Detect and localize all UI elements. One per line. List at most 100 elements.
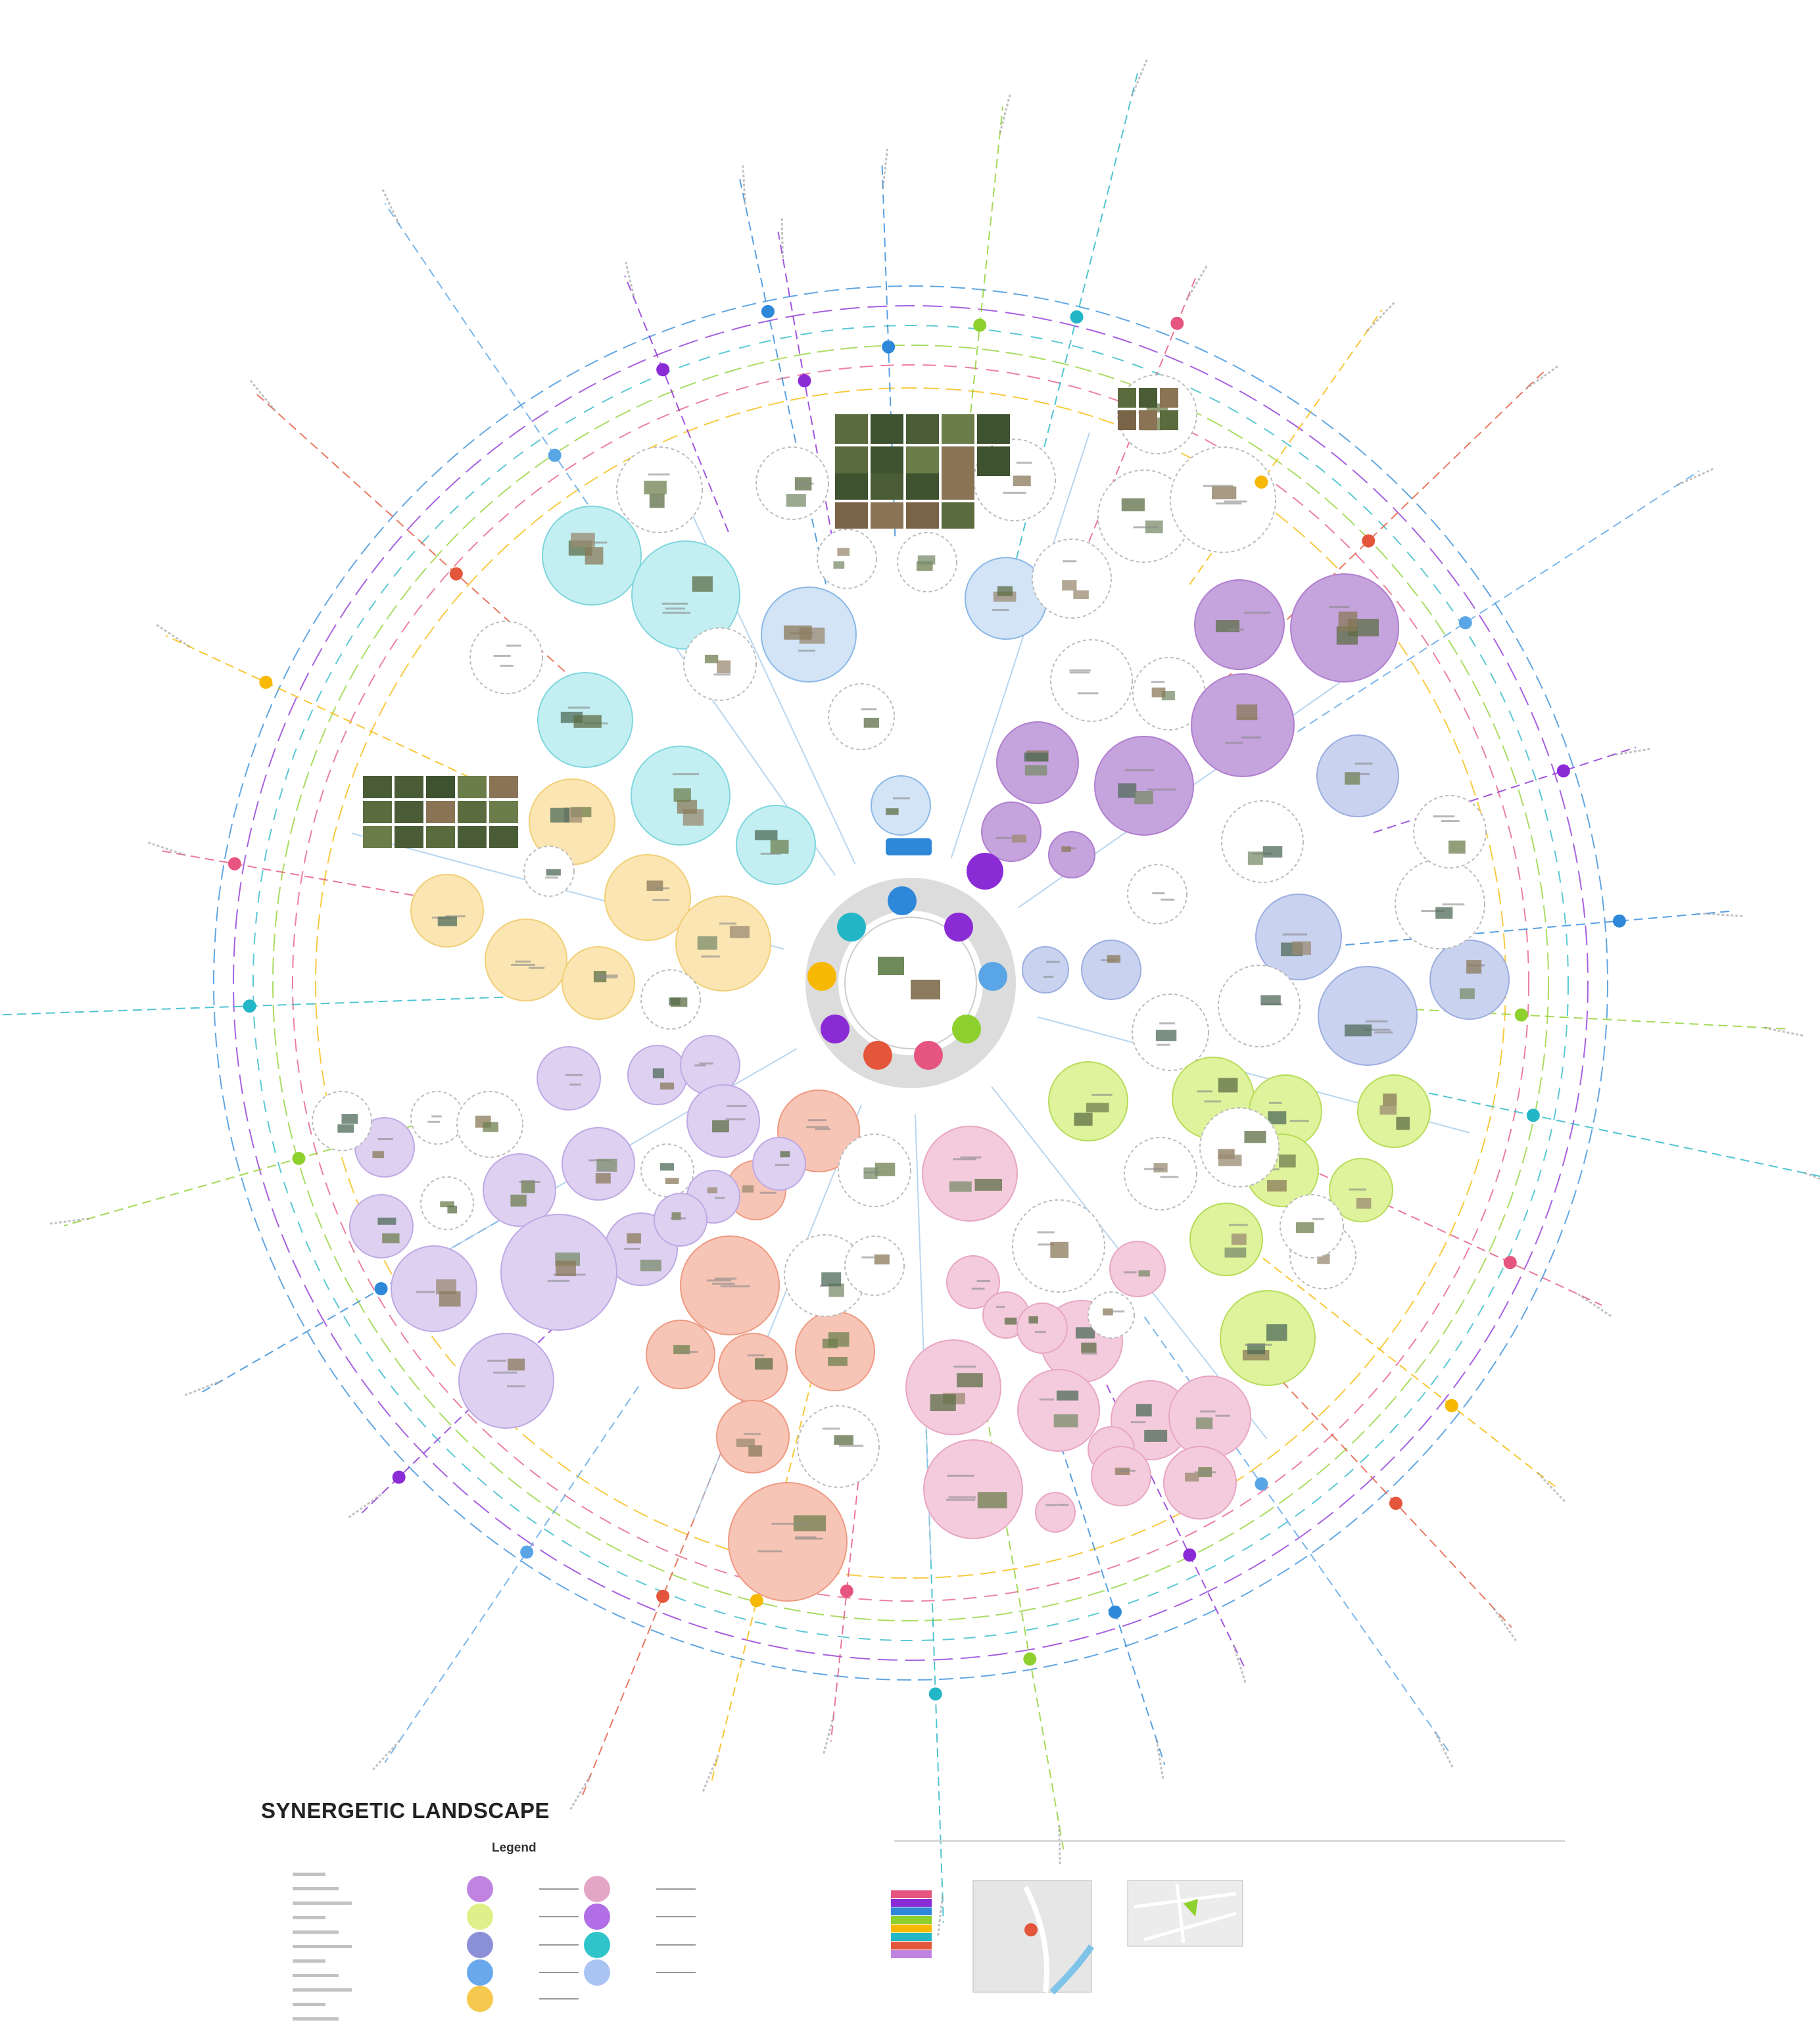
photo-thumbnail: [906, 473, 939, 500]
bubble-thumbnail: [1267, 1180, 1287, 1192]
bubble-text-line: [760, 1191, 777, 1194]
content-bubble: [1329, 1158, 1393, 1222]
bubble-text-line: [1421, 910, 1445, 913]
bubble-circle: [797, 1405, 880, 1488]
radial-line: [1357, 1005, 1791, 1030]
bubble-text-line: [1228, 629, 1245, 631]
bubble-text-line: [506, 644, 521, 647]
bubble-text-line: [797, 482, 814, 485]
radial-line: [165, 634, 470, 778]
legend-color-bar: [891, 1907, 932, 1915]
content-bubble: [981, 802, 1042, 862]
radial-line: [1060, 1445, 1166, 1765]
bubble-thumbnail: [640, 1259, 661, 1272]
photo-thumbnail: [395, 776, 423, 798]
bubble-text-line: [694, 1064, 706, 1066]
legend-color-bar: [891, 1916, 932, 1924]
legend-list-line: [293, 1945, 352, 1948]
content-bubble: [755, 446, 829, 520]
bubble-text-line: [1269, 1101, 1282, 1104]
bubble-thumbnail: [1050, 1241, 1069, 1258]
bubble-text-line: [493, 1372, 517, 1374]
photo-thumbnail: [489, 826, 518, 848]
bubble-text-line: [1266, 1168, 1280, 1170]
bubble-circle: [1091, 1446, 1151, 1506]
content-bubble: [349, 1194, 414, 1258]
content-bubble: [1088, 1291, 1135, 1339]
ray-node: [750, 1594, 763, 1608]
bubble-thumbnail: [1212, 486, 1237, 500]
legend-list-line: [293, 1902, 352, 1905]
ray-tick: [1058, 1825, 1061, 1865]
photo-thumbnail: [942, 446, 974, 476]
bubble-text-line: [500, 665, 514, 667]
bubble-text-line: [713, 673, 730, 676]
content-bubble: [1163, 1446, 1237, 1520]
bubble-circle: [604, 854, 691, 941]
ray-node: [1556, 764, 1570, 778]
hub-node: [837, 913, 866, 942]
photo-thumbnail: [871, 414, 903, 444]
bubble-thumbnail: [372, 1151, 385, 1159]
ray-node: [292, 1151, 306, 1165]
ray-node: [1362, 534, 1376, 548]
bubble-thumbnail: [1345, 772, 1360, 785]
hub-node: [952, 1015, 981, 1043]
ray-tick: [49, 1217, 89, 1225]
bubble-text-line: [960, 1156, 982, 1159]
bubble-circle: [1022, 946, 1069, 994]
content-bubble: [1395, 859, 1485, 949]
bubble-text-line: [684, 1351, 698, 1353]
bubble-circle: [1191, 673, 1295, 777]
bubble-text-line: [727, 1105, 747, 1107]
content-bubble: [1094, 736, 1194, 836]
bubble-thumbnail: [483, 1122, 499, 1132]
bubble-circle: [631, 540, 740, 650]
bubble-text-line: [1197, 1090, 1212, 1093]
photo-grid-top-right: [1118, 388, 1178, 430]
bubble-thumbnail: [949, 1181, 972, 1192]
content-bubble: [410, 874, 484, 947]
bubble-text-line: [1347, 773, 1370, 775]
content-bubble: [631, 746, 730, 846]
hub-node: [978, 962, 1007, 991]
content-bubble: [923, 1439, 1023, 1539]
legend-swatch: [467, 1959, 493, 1986]
bubble-text-line: [1365, 1020, 1388, 1022]
bubble-text-line: [1082, 1353, 1097, 1355]
bubble-thumbnail: [704, 654, 719, 663]
bubble-thumbnail: [742, 1185, 754, 1193]
bubble-text-line: [427, 1120, 441, 1123]
radial-line: [384, 203, 661, 613]
ray-node: [520, 1545, 534, 1559]
bubble-text-line: [1077, 692, 1099, 695]
content-bubble: [485, 919, 567, 1001]
bubble-thumbnail: [1013, 475, 1031, 487]
bubble-thumbnail: [1295, 1222, 1314, 1233]
content-bubble: [828, 683, 895, 750]
bubble-text-line: [1241, 736, 1261, 739]
photo-thumbnail: [835, 446, 868, 476]
content-bubble: [686, 1084, 760, 1158]
photo-thumbnail: [1139, 388, 1157, 408]
content-bubble: [1429, 940, 1510, 1020]
content-bubble: [946, 1255, 1000, 1309]
bubble-thumbnail: [377, 1217, 396, 1225]
ray-tick: [1366, 302, 1395, 332]
content-bubble: [1124, 1137, 1197, 1210]
content-bubble: [1191, 673, 1295, 777]
bubble-text-line: [1161, 898, 1175, 901]
content-bubble: [500, 1214, 617, 1331]
photo-thumbnail: [906, 446, 939, 476]
bubble-text-line: [1160, 1176, 1179, 1178]
legend-swatch: [584, 1876, 610, 1902]
bubble-thumbnail: [652, 1068, 664, 1078]
ray-tick: [1703, 913, 1743, 917]
bubble-text-line: [807, 1119, 826, 1122]
content-bubble: [456, 1091, 523, 1158]
bubble-thumbnail: [440, 1201, 454, 1208]
bubble-thumbnail: [1011, 834, 1026, 843]
bubble-text-line: [1224, 500, 1247, 503]
bubble-text-line: [822, 1427, 840, 1430]
bubble-text-line: [493, 654, 511, 657]
